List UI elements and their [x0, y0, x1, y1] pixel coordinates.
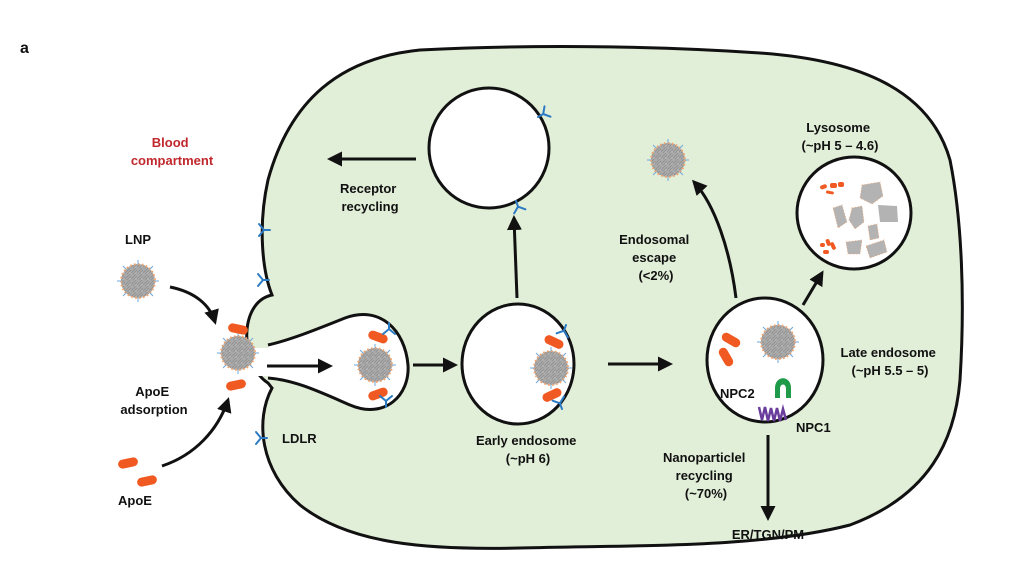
- panel-label: a: [20, 40, 29, 57]
- cell-membrane: [245, 45, 964, 550]
- late-endosome-label: Late endosome (~pH 5.5 – 5): [841, 345, 940, 378]
- degraded-apoe-fragments: [820, 182, 844, 254]
- pit-mouth: [250, 348, 272, 376]
- lysosome-label: Lysosome (~pH 5 – 4.6): [802, 120, 879, 153]
- npc2-protein-icon: [775, 378, 791, 398]
- arrow-lnp-to-adsorption: [169, 285, 219, 325]
- endosomal-escape-label: Endosomal escape (<2%): [619, 232, 693, 283]
- arrow-endosomal-escape: [691, 179, 738, 299]
- lnp-label: LNP: [125, 232, 151, 247]
- degraded-lnp-fragments: [832, 181, 898, 259]
- arrow-to-lysosome: [801, 270, 824, 306]
- npc1-transmembrane-icon: [757, 404, 788, 422]
- arrow-apoe-to-adsorption: [161, 397, 232, 468]
- destination-label: ER/TGN/PM: [732, 527, 804, 542]
- receptor-recycling-label: Receptor recycling: [340, 181, 400, 214]
- blood-compartment-label: Blood compartment: [131, 135, 214, 168]
- apoe-label: ApoE: [118, 493, 152, 508]
- npc1-label: NPC1: [796, 420, 831, 435]
- apoe-adsorption-label: ApoE adsorption: [120, 384, 187, 417]
- ldlr-label: LDLR: [282, 431, 317, 446]
- nanoparticle-recycling-label: Nanoparticlel recycling (~70%): [663, 450, 749, 501]
- arrow-to-recycling-vesicle: [506, 215, 522, 299]
- recycling-vesicle: [427, 86, 551, 210]
- npc2-label: NPC2: [720, 386, 755, 401]
- early-endosome-label: Early endosome (~pH 6): [476, 433, 580, 466]
- late-endosome: [705, 296, 825, 424]
